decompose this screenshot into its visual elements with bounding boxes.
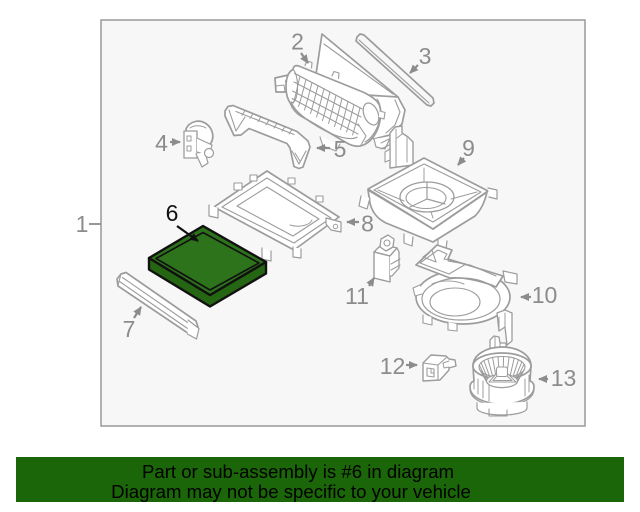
svg-text:4: 4 [155,130,168,156]
svg-text:11: 11 [345,283,369,309]
svg-text:2: 2 [291,29,304,55]
svg-text:1: 1 [76,211,89,237]
svg-text:3: 3 [419,43,432,69]
svg-text:13: 13 [551,365,577,391]
svg-text:9: 9 [462,135,475,161]
svg-text:12: 12 [380,353,406,379]
svg-text:5: 5 [334,136,347,162]
svg-text:7: 7 [123,316,136,342]
svg-text:Part or sub-assembly is #6 in: Part or sub-assembly is #6 in diagram [142,461,454,482]
svg-text:8: 8 [361,211,374,237]
svg-text:10: 10 [532,282,558,308]
svg-text:6: 6 [166,200,179,226]
svg-text:Diagram may not be specific to: Diagram may not be specific to your vehi… [111,481,471,502]
